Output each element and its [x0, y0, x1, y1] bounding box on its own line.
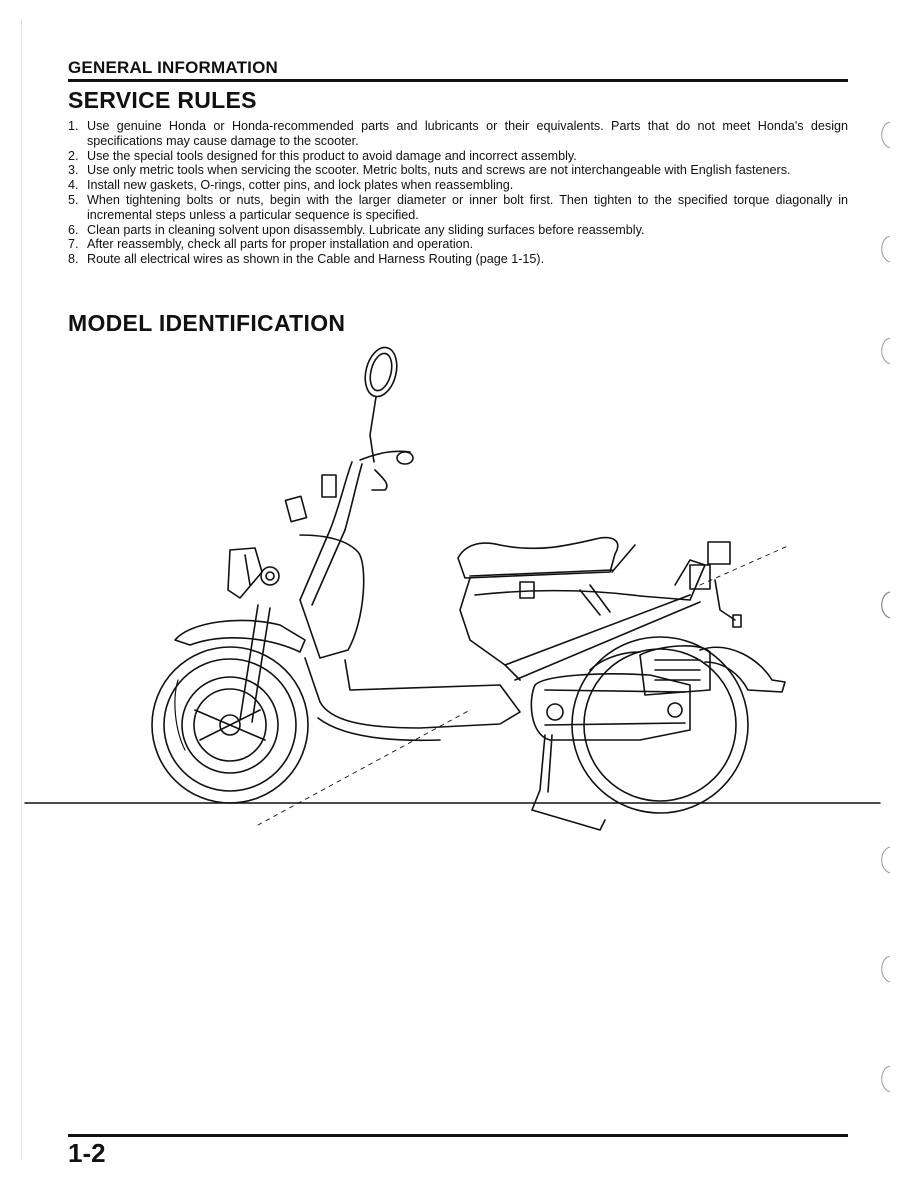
- scan-edge-line: [21, 20, 22, 1160]
- binder-hole-icon: [881, 121, 891, 149]
- section-header: GENERAL INFORMATION: [68, 58, 278, 77]
- model-identification-title: MODEL IDENTIFICATION: [68, 310, 346, 336]
- rear-rack: [639, 541, 742, 628]
- seat: [457, 536, 619, 579]
- list-item: 3.Use only metric tools when servicing t…: [68, 163, 791, 178]
- front-fork: [251, 607, 271, 723]
- list-item: 4.Install new gaskets, O-rings, cotter p…: [68, 178, 514, 193]
- binder-hole-icon: [881, 955, 891, 983]
- handlebar: [284, 450, 414, 606]
- service-rules-title: SERVICE RULES: [68, 87, 257, 113]
- floorboard-skirt: [317, 717, 441, 742]
- floorboard: [304, 657, 521, 729]
- mirror: [364, 346, 398, 463]
- frame: [459, 544, 701, 681]
- front-fender: [174, 619, 306, 653]
- center-stand: [547, 734, 553, 793]
- header-rule: [68, 79, 848, 82]
- center-stand: [531, 734, 606, 831]
- dashed-guide-line: [257, 709, 471, 826]
- binder-hole-icon: [881, 235, 891, 263]
- front-body: [227, 534, 365, 659]
- front-wheel: [151, 646, 309, 804]
- binder-hole-icon: [881, 1065, 891, 1093]
- list-item: 2.Use the special tools designed for thi…: [68, 148, 577, 163]
- service-rules-list: 1.Use genuine Honda or Honda-recommended…: [68, 119, 848, 267]
- list-item: 6.Clean parts in cleaning solvent upon d…: [68, 222, 645, 237]
- rear-wheel: [571, 636, 749, 814]
- binder-hole-icon: [881, 591, 891, 619]
- footer-rule: [68, 1134, 848, 1137]
- page-number: 1-2: [68, 1138, 106, 1168]
- list-item: 5.When tightening bolts or nuts, begin w…: [68, 192, 848, 222]
- scooter-illustration: [24, 346, 881, 831]
- list-item: 1.Use genuine Honda or Honda-recommended…: [68, 119, 848, 148]
- binder-hole-icon: [881, 337, 891, 365]
- front-fork: [239, 604, 259, 721]
- list-item: 7.After reassembly, check all parts for …: [68, 237, 474, 252]
- engine: [530, 645, 711, 741]
- list-item: 8.Route all electrical wires as shown in…: [68, 252, 545, 267]
- binder-hole-icon: [881, 846, 891, 874]
- dashed-guide-line: [699, 544, 791, 586]
